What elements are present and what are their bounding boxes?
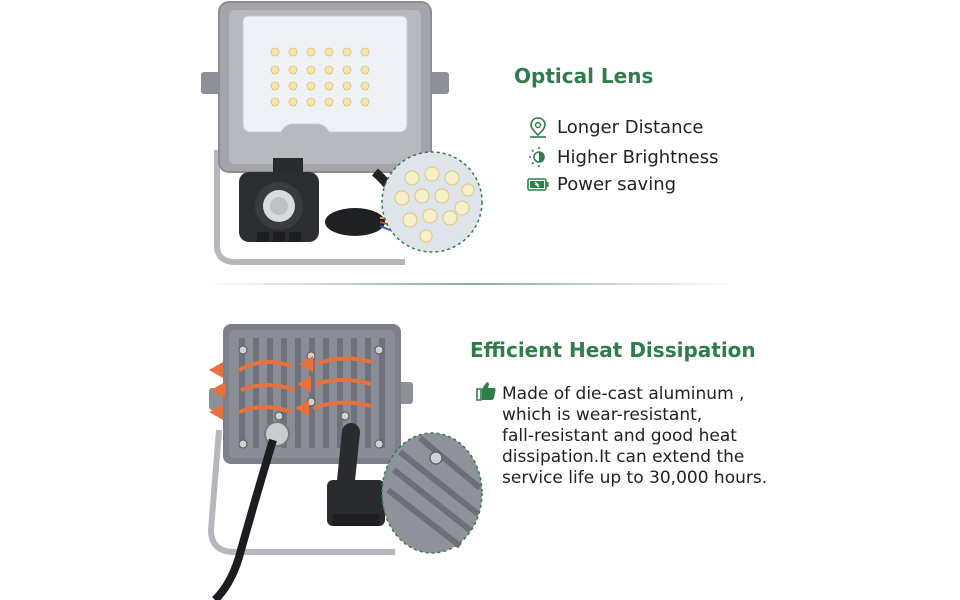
fins-closeup-circle [381,432,483,554]
location-pin-icon [527,116,549,138]
feature-power-saving: Power saving [527,173,676,195]
heat-dissipation-description: Made of die-cast aluminum , which is wea… [502,384,767,489]
feature-label: Longer Distance [557,116,704,138]
feature-label: Power saving [557,173,677,195]
description-line: service life up to 30,000 hours. [502,468,768,488]
thumbs-up-icon [475,380,497,406]
heat-dissipation-heading: Efficient Heat Dissipation [470,338,756,362]
feature-longer-distance: Longer Distance [527,116,703,138]
description-line: Made of die-cast aluminum , [502,384,745,404]
description-line: fall-resistant and good heat [502,426,737,446]
led-closeup-circle [381,151,483,253]
feature-label: Higher Brightness [557,146,719,168]
floodlight-back-image [207,324,413,600]
floodlight-front-image [201,1,449,265]
section-divider [205,283,735,285]
sun-icon [527,146,549,168]
feature-higher-brightness: Higher Brightness [527,146,718,168]
description-line: which is wear-resistant, [502,405,703,425]
optical-lens-heading: Optical Lens [514,64,654,88]
battery-icon [527,173,549,195]
description-line: dissipation.It can extend the [502,447,745,467]
